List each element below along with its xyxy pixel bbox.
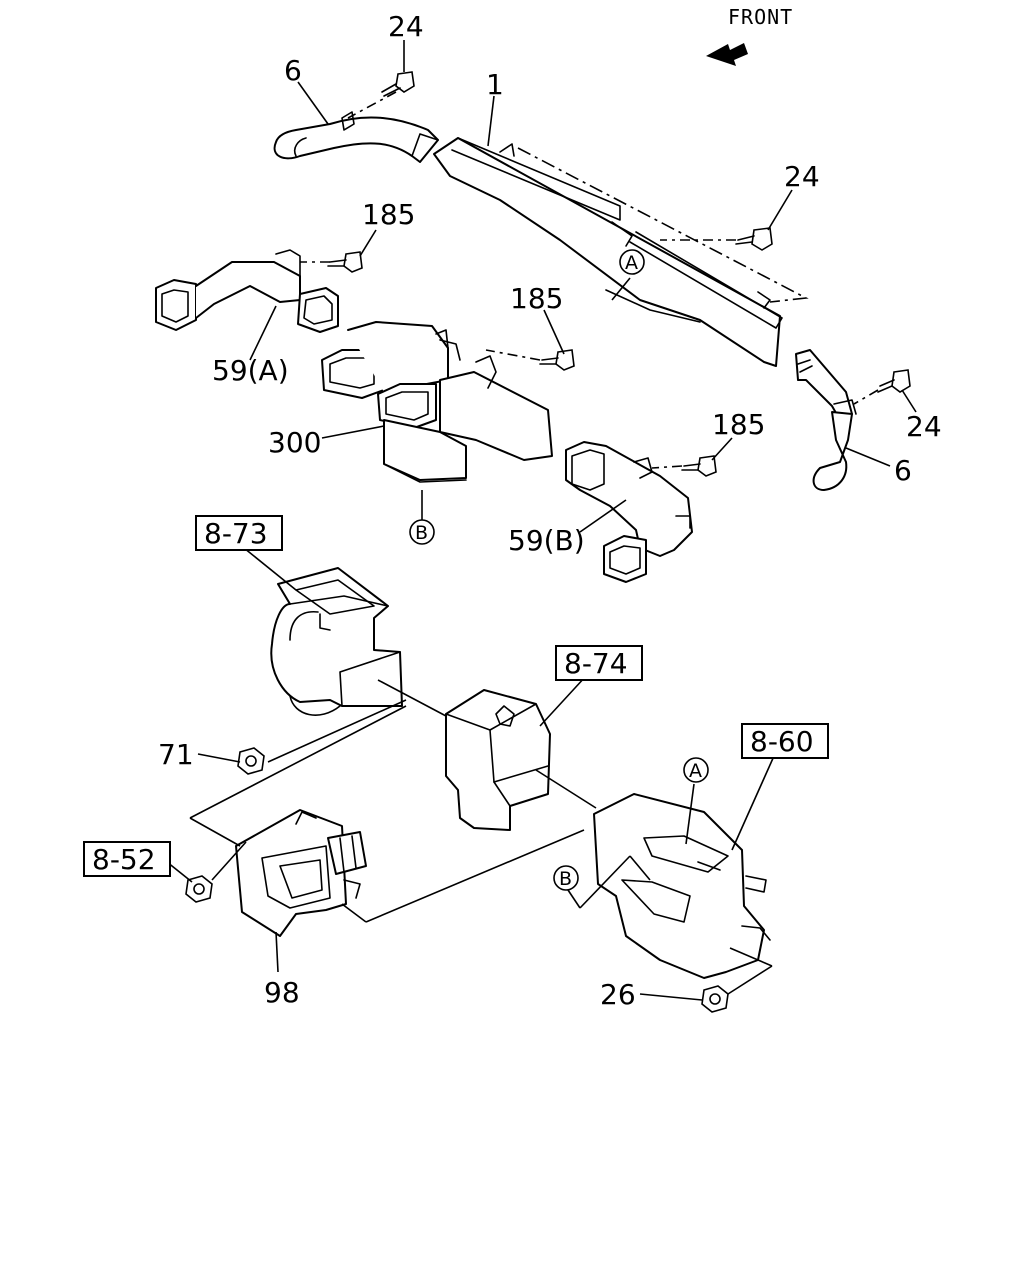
ref-box-8-52[interactable]: 8-52: [83, 841, 171, 877]
callout-300: 300: [268, 426, 321, 459]
callout-185-a: 185: [362, 198, 415, 231]
ref-box-8-73[interactable]: 8-73: [195, 515, 283, 551]
marker-b-upper: B: [409, 519, 435, 545]
svg-text:A: A: [689, 760, 702, 782]
heater-unit: [593, 793, 771, 979]
callout-71: 71: [158, 738, 194, 771]
callout-26: 26: [600, 978, 636, 1011]
svg-text:B: B: [559, 868, 572, 890]
duct-59b: [565, 441, 693, 583]
nut-71: [237, 747, 265, 775]
evaporator-case: [445, 689, 551, 831]
screw-24-top: [347, 71, 415, 119]
resistor-98: [235, 809, 367, 937]
svg-text:A: A: [625, 252, 638, 274]
callout-59a: 59(A): [212, 354, 289, 387]
svg-text:B: B: [415, 522, 428, 544]
marker-a-upper: A: [619, 249, 645, 275]
callout-24-top: 24: [388, 10, 424, 43]
front-arrow-icon: [706, 43, 748, 66]
marker-a-lower: A: [683, 757, 709, 783]
ref-label-8-73: 8-73: [204, 517, 268, 550]
screw-185-a: [300, 251, 363, 273]
screw-24-right: [853, 369, 911, 405]
left-side-duct: [273, 111, 439, 163]
callout-24-mid: 24: [784, 160, 820, 193]
callout-98: 98: [264, 976, 300, 1009]
nut-8-52: [185, 875, 213, 903]
main-dash-duct: [433, 137, 809, 367]
ref-box-8-74[interactable]: 8-74: [555, 645, 643, 681]
callout-6-right: 6: [894, 454, 912, 487]
callout-leaders: [161, 40, 917, 1001]
right-side-duct: [795, 349, 857, 491]
center-duct-300: [321, 321, 553, 483]
screw-185-b: [485, 349, 575, 371]
screw-185-c: [651, 455, 717, 477]
callout-185-c: 185: [712, 408, 765, 441]
nut-26: [701, 985, 729, 1013]
assembly-lines: [189, 679, 773, 995]
screw-24-mid: [660, 227, 773, 251]
callout-6-left: 6: [284, 54, 302, 87]
callout-59b: 59(B): [508, 524, 585, 557]
ref-box-8-60[interactable]: 8-60: [741, 723, 829, 759]
marker-b-lower: B: [553, 865, 579, 891]
blower-unit: [270, 567, 403, 716]
callout-1: 1: [486, 68, 504, 101]
front-label: FRONT: [728, 5, 793, 29]
ref-label-8-52: 8-52: [92, 843, 156, 876]
duct-59a: [155, 249, 339, 333]
ref-label-8-60: 8-60: [750, 725, 814, 758]
callout-24-right: 24: [906, 410, 942, 443]
ref-label-8-74: 8-74: [564, 647, 628, 680]
callout-185-b: 185: [510, 282, 563, 315]
